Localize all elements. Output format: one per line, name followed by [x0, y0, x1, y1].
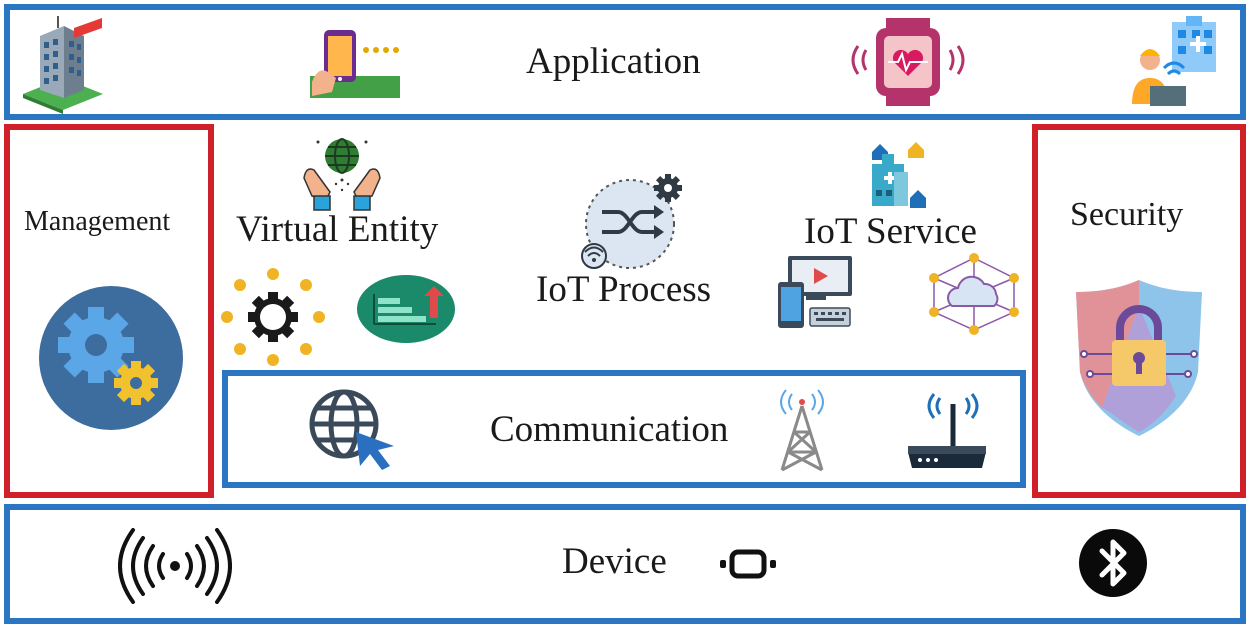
smart-building-icon	[23, 16, 103, 114]
wifi-router-icon	[908, 393, 986, 468]
virtual-entity-label: Virtual Entity	[236, 209, 439, 250]
iot-process-label: IoT Process	[536, 269, 712, 310]
wireless-signal-icon	[118, 528, 232, 604]
gears-icon	[39, 286, 183, 430]
iot-service-label: IoT Service	[804, 211, 977, 252]
cell-tower-icon	[780, 389, 824, 472]
cloud-network-icon	[929, 253, 1019, 335]
smart-home-user-icon	[1132, 16, 1216, 106]
globe-cursor-icon	[309, 389, 394, 470]
application-label: Application	[526, 41, 701, 82]
security-layer	[1032, 124, 1246, 498]
device-chip-icon	[720, 549, 776, 579]
security-shield-icon	[1076, 280, 1202, 436]
hands-globe-icon	[303, 138, 381, 211]
application-layer	[4, 4, 1246, 120]
security-label: Security	[1070, 196, 1184, 233]
communication-label: Communication	[490, 409, 729, 450]
management-layer	[4, 124, 214, 498]
device-layer	[4, 504, 1246, 624]
bluetooth-icon	[1079, 529, 1147, 597]
smartphone-icon	[310, 30, 400, 98]
communication-layer	[222, 370, 1026, 488]
smart-city-icon	[872, 142, 926, 208]
sun-gear-icon	[221, 268, 325, 366]
shuffle-process-icon	[581, 174, 682, 269]
growth-chart-icon	[357, 275, 455, 343]
smartwatch-heart-icon	[851, 18, 965, 106]
management-label: Management	[24, 206, 171, 237]
media-devices-icon	[778, 256, 852, 328]
device-label: Device	[562, 541, 667, 582]
